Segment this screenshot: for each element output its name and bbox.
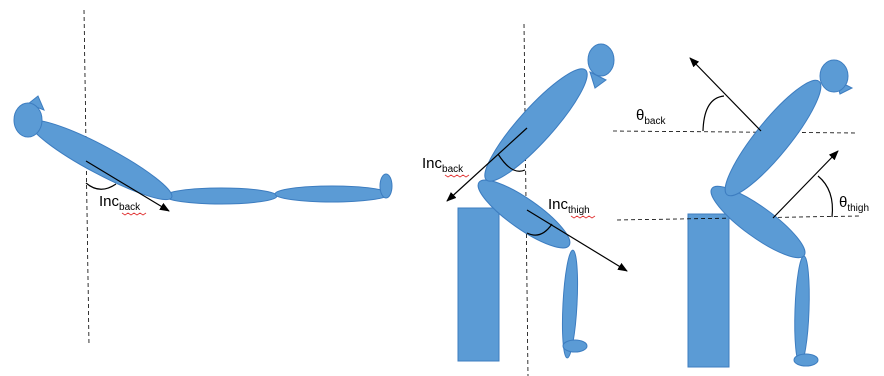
theta-back-label: θback [636,107,666,127]
back-segment [484,68,588,182]
inclination-sitting-panel: Incback Incthigh [422,23,628,376]
spellcheck-underline [570,215,596,219]
shank-segment [794,255,810,365]
inc-back-angle-arc [497,153,526,172]
head-segment [587,43,615,77]
back-segment [724,79,822,197]
inc-back-label: Incback [99,193,141,213]
theta-back-angle-arc [702,95,725,132]
thigh-segment [164,187,278,205]
thigh-direction-arrow [772,150,839,219]
lying-figure-panel: Incback [13,9,393,346]
spellcheck-underline [121,212,147,216]
foot-segment [379,173,393,199]
head-segment [13,102,43,138]
sitting-figure [477,43,615,359]
spellcheck-underline [444,174,470,178]
back-direction-arrow [446,127,528,202]
lying-figure [13,95,393,205]
foot-segment [562,339,588,353]
back-direction-arrow [85,160,170,212]
horizontal-reference-line [612,130,857,134]
inc-back-label: Incback [422,155,464,175]
seat-box [687,213,730,368]
seat-box [457,207,500,362]
vertical-reference-line [83,9,90,346]
foot-segment [793,353,819,367]
thigh-segment [710,185,806,259]
theta-thigh-angle-arc [817,175,834,218]
head-segment [819,59,849,93]
theta-thigh-label: θthigh [839,194,869,214]
thigh-segment [477,179,571,249]
shank-segment [561,249,579,359]
back-direction-arrow [689,57,762,132]
shank-segment [274,185,390,203]
inc-back-angle-arc [85,182,117,190]
theta-sitting-panel: θback θthigh [612,57,869,368]
thigh-direction-arrow [526,209,628,272]
inc-thigh-label: Incthigh [548,196,590,216]
inc-thigh-angle-arc [526,223,553,236]
sitting-figure [710,59,854,367]
